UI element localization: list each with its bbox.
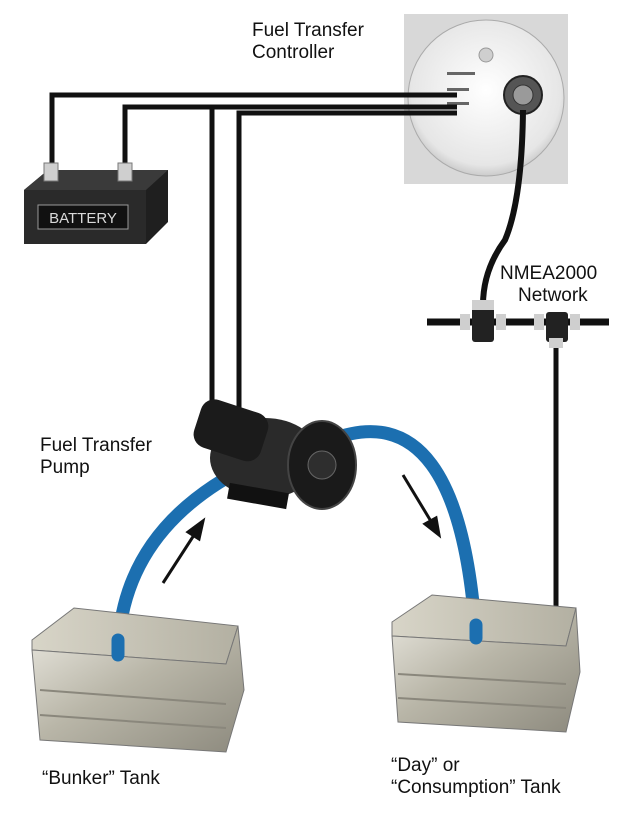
controller-label: Fuel Transfer Controller — [252, 20, 364, 64]
pump-label-line1: Fuel Transfer — [40, 435, 152, 456]
day-tank — [391, 594, 581, 733]
network-label-line1: NMEA2000 — [500, 263, 598, 284]
bunker-tank-label: “Bunker” Tank — [42, 768, 160, 789]
controller-label-line1: Fuel Transfer — [252, 20, 364, 41]
controller-label-line2: Controller — [252, 42, 335, 63]
nmea-backbone — [427, 300, 609, 610]
battery: BATTERY — [24, 162, 168, 244]
pump-label: Fuel Transfer Pump — [40, 435, 152, 479]
fuel-transfer-pump — [193, 399, 357, 510]
pump-label-line2: Pump — [40, 457, 90, 478]
power-wires — [49, 92, 457, 410]
bunker-tank — [31, 607, 245, 753]
hose-ends — [111, 618, 483, 662]
network-label-line2: Network — [518, 285, 588, 306]
discharge-hose — [323, 425, 483, 645]
nmea-drop-cable — [480, 109, 526, 306]
network-label: NMEA2000 Network — [500, 263, 597, 307]
fuel-transfer-controller — [404, 14, 568, 184]
day-tank-label-line1: “Day” or — [391, 755, 460, 776]
day-tank-label-line2: “Consumption” Tank — [391, 777, 561, 798]
battery-label: BATTERY — [49, 210, 117, 227]
flow-arrows — [161, 474, 442, 584]
day-tank-label: “Day” or “Consumption” Tank — [391, 755, 561, 799]
